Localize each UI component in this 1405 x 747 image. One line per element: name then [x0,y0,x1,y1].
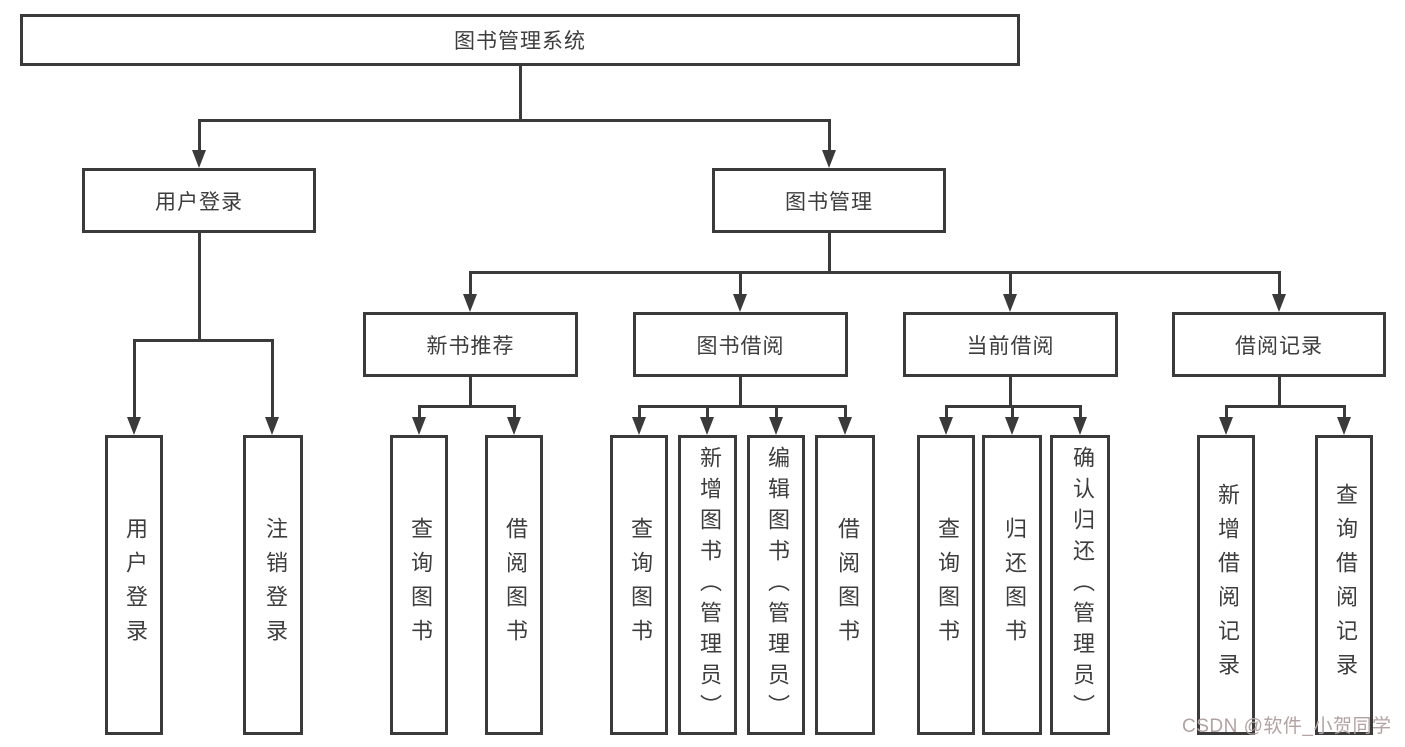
arrowhead-icon [939,417,953,435]
arrowhead-icon [463,294,477,312]
arrowhead-icon [412,417,426,435]
connector [469,271,1281,274]
leaf-edit-book-admin: 编辑图书（管理员） [747,435,805,735]
connector [1278,377,1281,408]
node-book-borrow: 图书借阅 [633,312,848,377]
leaf-query-book-2: 查询图书 [610,435,668,735]
connector [739,377,742,408]
leaf-add-borrow-rec: 新增借阅记录 [1197,435,1255,735]
connector [418,405,421,419]
arrowhead-icon [1337,417,1351,435]
connector [133,339,274,342]
leaf-borrow-book-2: 借阅图书 [815,435,875,735]
connector [775,405,778,419]
connector [271,339,274,419]
connector [1079,405,1082,419]
connector [1225,405,1228,419]
connector [706,405,709,419]
csdn-watermark: CSDN @软件_小贺同学 [1182,716,1392,737]
arrowhead-icon [1005,417,1019,435]
connector [1278,271,1281,296]
connector [469,271,472,296]
connector [513,405,516,419]
connector [1343,405,1346,419]
leaf-user-login: 用户登录 [105,435,163,735]
arrowhead-icon [507,417,521,435]
arrowhead-icon [632,417,646,435]
arrowhead-icon [1003,294,1017,312]
arrowhead-icon [265,417,279,435]
node-book-management: 图书管理 [712,168,946,233]
arrowhead-icon [733,294,747,312]
arrowhead-icon [127,417,141,435]
connector [1225,405,1346,408]
connector [1009,377,1012,408]
connector [1011,405,1014,419]
leaf-borrow-book-1: 借阅图书 [485,435,543,735]
leaf-return-book: 归还图书 [982,435,1042,735]
connector [198,119,201,152]
arrowhead-icon [838,417,852,435]
connector [828,119,831,152]
connector [945,405,948,419]
connector [519,66,522,122]
connector [133,339,136,419]
arrowhead-icon [1272,294,1286,312]
connector [198,233,201,342]
node-current-borrow: 当前借阅 [903,312,1118,377]
leaf-logout: 注销登录 [243,435,303,735]
arrowhead-icon [192,150,206,168]
connector [638,405,847,408]
node-borrow-record: 借阅记录 [1172,312,1386,377]
arrowhead-icon [822,150,836,168]
leaf-query-book-3: 查询图书 [917,435,975,735]
arrowhead-icon [700,417,714,435]
connector [198,119,831,122]
leaf-confirm-return: 确认归还（管理员） [1050,435,1110,735]
arrowhead-icon [1073,417,1087,435]
connector [844,405,847,419]
connector [638,405,641,419]
connector [1009,271,1012,296]
connector [469,377,472,408]
connector [739,271,742,296]
node-user-login: 用户登录 [82,168,316,233]
leaf-query-borrow-rec: 查询借阅记录 [1315,435,1373,735]
node-root: 图书管理系统 [20,14,1020,66]
leaf-query-book-1: 查询图书 [390,435,448,735]
arrowhead-icon [769,417,783,435]
connector [418,405,516,408]
node-new-book-recommend: 新书推荐 [363,312,578,377]
arrowhead-icon [1219,417,1233,435]
connector [828,233,831,274]
leaf-add-book-admin: 新增图书（管理员） [678,435,737,735]
